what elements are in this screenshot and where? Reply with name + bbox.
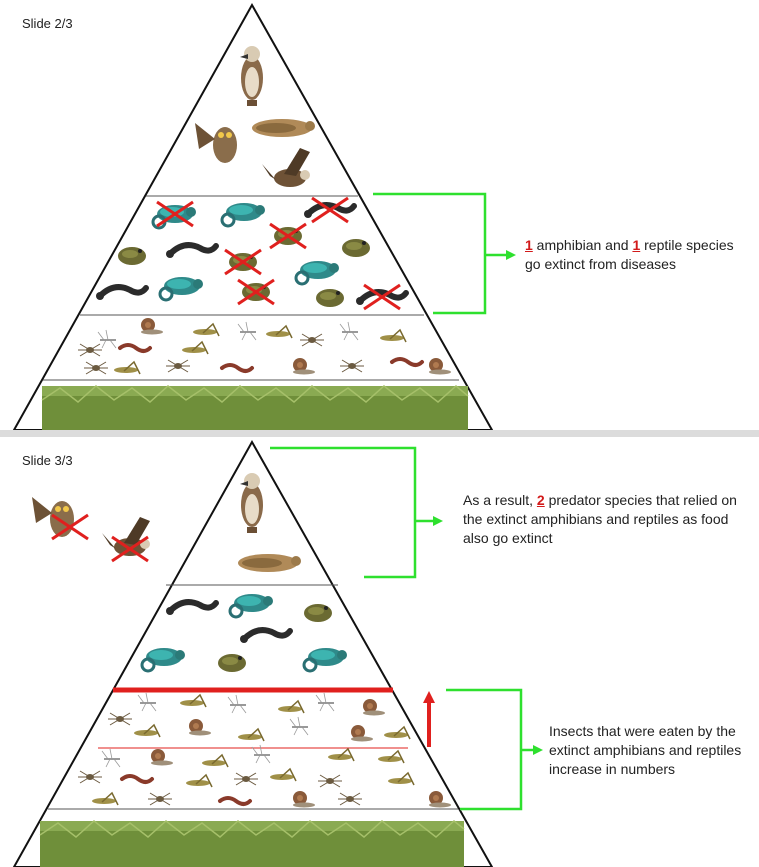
arrow-up-icon: [423, 691, 435, 703]
insect-increase-annotation: Insects that were eaten by the extinct a…: [549, 722, 759, 779]
annotation-text: amphibian and: [533, 237, 633, 253]
slide-label: Slide 2/3: [22, 16, 73, 31]
amphibian-count: 1: [525, 237, 533, 253]
slide-2: Slide 2/3 1 amphibian and 1 reptile spec…: [0, 0, 759, 430]
arrow-right-icon: [433, 516, 443, 526]
toad-icon: [342, 239, 370, 257]
predator-count: 2: [537, 492, 545, 508]
predator-extinction-annotation: As a result, 2 predator species that rel…: [463, 491, 738, 548]
grass-icon: [40, 821, 464, 867]
annotation-text: As a result,: [463, 492, 537, 508]
arrow-right-icon: [506, 250, 516, 260]
extinction-annotation: 1 amphibian and 1 reptile species go ext…: [525, 236, 735, 274]
food-pyramid-slide-2: [0, 0, 759, 430]
toad-icon: [118, 247, 146, 265]
toad-icon: [304, 604, 332, 622]
arrow-right-icon: [533, 745, 543, 755]
toad-icon: [218, 654, 246, 672]
slide-3: Slide 3/3 As a result, 2 predator specie…: [0, 437, 759, 867]
bracket: [446, 690, 521, 809]
slide-label: Slide 3/3: [22, 453, 73, 468]
grass-icon: [42, 386, 468, 430]
toad-icon: [316, 289, 344, 307]
